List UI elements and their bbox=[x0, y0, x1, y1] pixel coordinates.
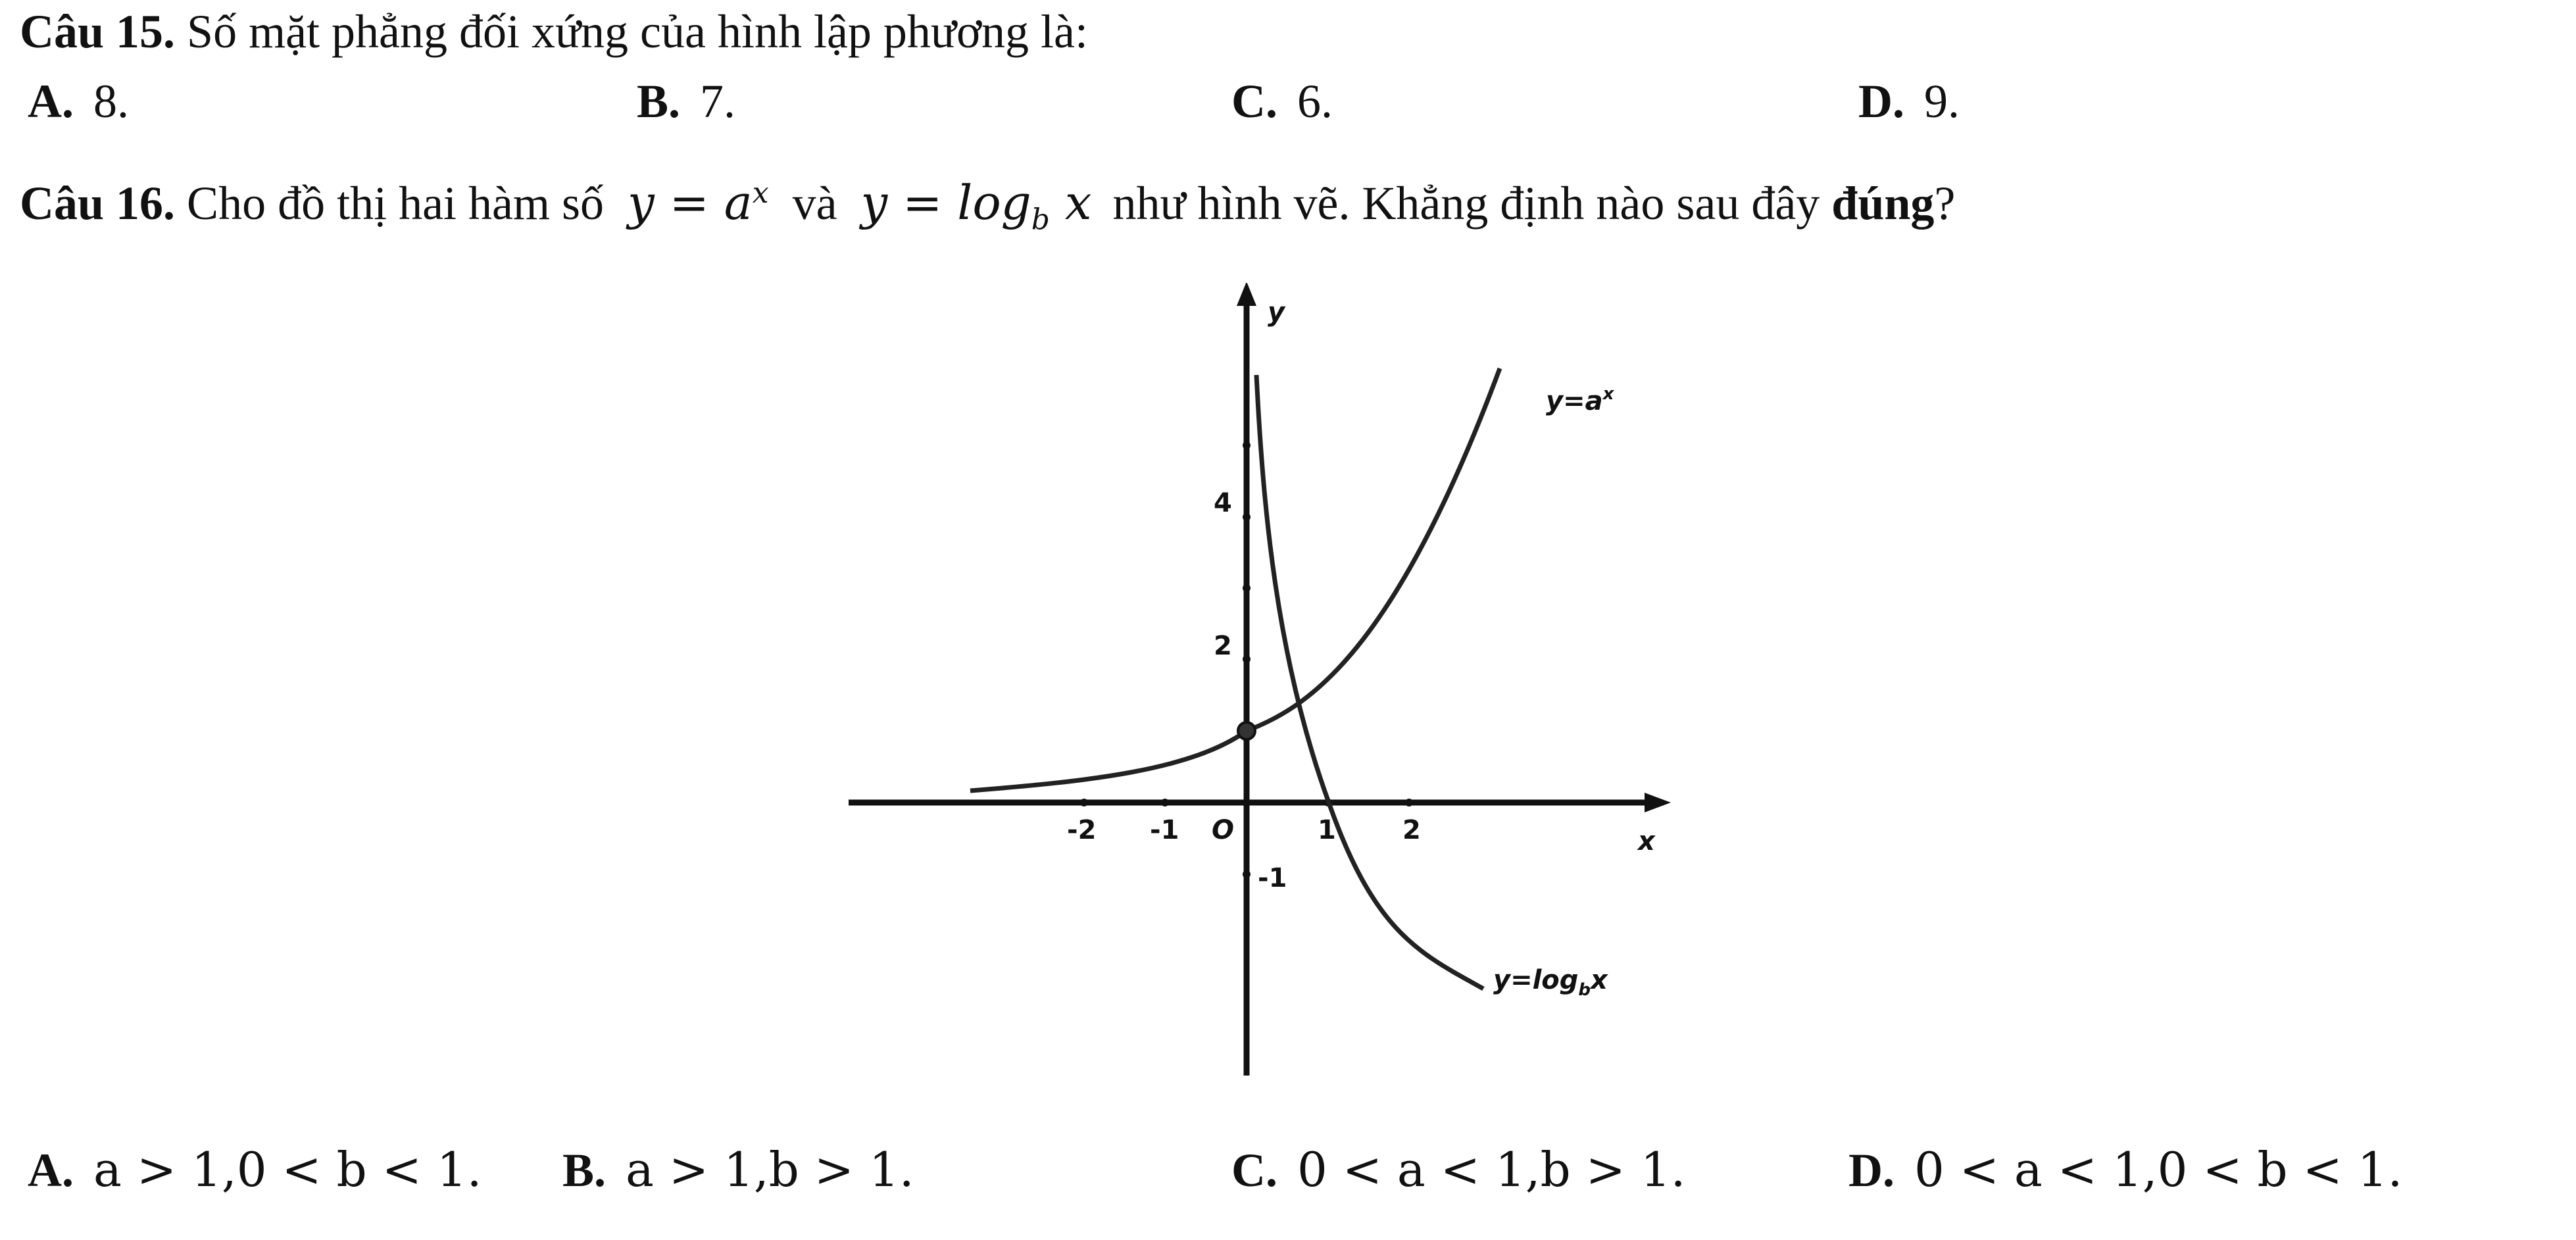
q16-number: Câu 16. bbox=[20, 177, 176, 230]
q16-option-c[interactable]: C.0 < a < 1,b > 1. bbox=[1231, 1146, 1686, 1194]
q16-option-a[interactable]: A.a > 1,0 < b < 1. bbox=[28, 1146, 482, 1194]
q16-emphasis: đúng bbox=[1831, 177, 1935, 230]
option-label: C. bbox=[1231, 1144, 1277, 1197]
option-value: 7. bbox=[700, 75, 736, 128]
q15-option-c[interactable]: C. 6. bbox=[1231, 78, 1333, 125]
q15-text: Số mặt phẳng đối xứng của hình lập phươn… bbox=[187, 5, 1088, 58]
y-tick-dots bbox=[1243, 441, 1251, 878]
logarithmic-curve bbox=[1254, 374, 1485, 991]
option-label: A. bbox=[28, 1144, 74, 1197]
option-label: C. bbox=[1231, 75, 1277, 128]
x-tick-label: -2 bbox=[1067, 815, 1096, 845]
option-value: 8. bbox=[93, 75, 129, 128]
x-axis-arrow bbox=[1645, 793, 1671, 812]
q16-stem: Câu 16. Cho đồ thị hai hàm số y = ax và … bbox=[20, 179, 1955, 234]
q16-option-b[interactable]: B.a > 1,b > 1. bbox=[562, 1146, 914, 1194]
option-value: 0 < a < 1,0 < b < 1. bbox=[1914, 1142, 2403, 1197]
origin-label: O bbox=[1212, 815, 1234, 845]
y-axis-arrow bbox=[1237, 283, 1256, 306]
option-value: 6. bbox=[1297, 75, 1333, 128]
x-tick-label: -1 bbox=[1150, 815, 1179, 845]
q16-text-1: Cho đồ thị hai hàm số bbox=[187, 177, 605, 230]
y-tick-label: 2 bbox=[1214, 631, 1232, 661]
q15-option-a[interactable]: A. 8. bbox=[28, 78, 129, 125]
option-label: D. bbox=[1848, 1144, 1895, 1197]
q15-stem: Câu 15. Số mặt phẳng đối xứng của hình l… bbox=[20, 8, 1088, 55]
option-value: a > 1,0 < b < 1. bbox=[93, 1142, 482, 1197]
q16-formula-log: y = logb x bbox=[860, 175, 1092, 237]
option-label: A. bbox=[28, 75, 74, 128]
y-tick-label: 4 bbox=[1214, 488, 1232, 518]
option-label: D. bbox=[1858, 75, 1904, 128]
q16-end: ? bbox=[1934, 177, 1956, 230]
q16-text-3: như hình vẽ. Khẳng định nào sau đây bbox=[1112, 177, 1820, 230]
x-tick-label: 1 bbox=[1318, 815, 1336, 845]
q16-formula-exp: y = ax bbox=[628, 175, 769, 230]
q15-number: Câu 15. bbox=[20, 5, 176, 58]
x-axis-label: x bbox=[1637, 826, 1656, 856]
exponential-curve-label: y=ax bbox=[1546, 384, 1615, 416]
q15-option-d[interactable]: D. 9. bbox=[1858, 78, 1960, 125]
option-value: 0 < a < 1,b > 1. bbox=[1297, 1142, 1686, 1197]
y-axis-label: y bbox=[1268, 297, 1286, 328]
q16-option-d[interactable]: D.0 < a < 1,0 < b < 1. bbox=[1848, 1146, 2402, 1194]
option-label: B. bbox=[562, 1144, 607, 1197]
option-label: B. bbox=[637, 75, 681, 128]
intercept-point bbox=[1237, 721, 1256, 741]
q15-option-b[interactable]: B. 7. bbox=[637, 78, 735, 125]
q16-text-2: và bbox=[792, 177, 837, 230]
option-value: a > 1,b > 1. bbox=[626, 1142, 914, 1197]
y-tick-label: -1 bbox=[1258, 863, 1287, 893]
function-graph: y x O -2 -1 1 2 4 2 -1 y=ax y=logbx bbox=[849, 283, 1671, 1076]
exponential-curve bbox=[970, 367, 1502, 793]
logarithmic-curve-label: y=logbx bbox=[1493, 965, 1608, 1000]
option-value: 9. bbox=[1924, 75, 1960, 128]
x-tick-label: 2 bbox=[1402, 815, 1421, 845]
